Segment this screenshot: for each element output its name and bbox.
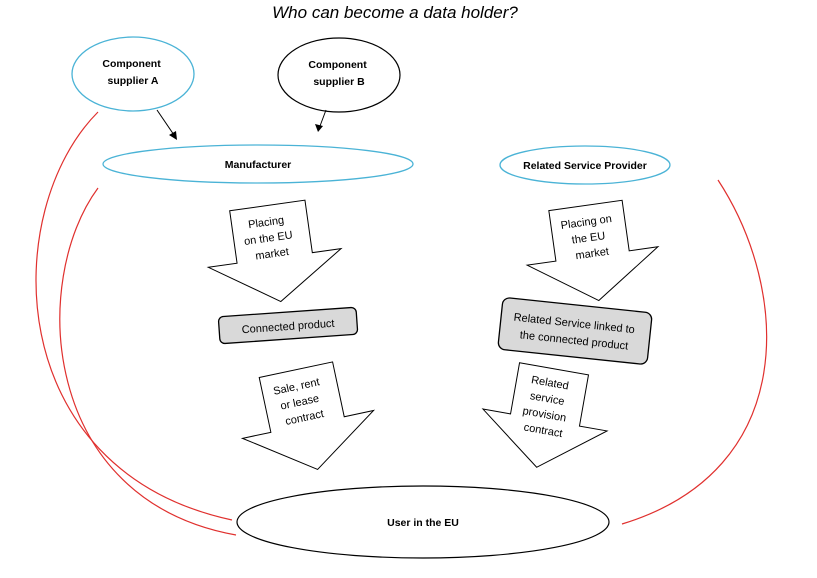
placing-right-line-3: market (575, 246, 610, 263)
block-arrow-placing-left: Placing on the EU market (206, 199, 343, 303)
component-supplier-b-node: Component supplier B (277, 37, 401, 113)
supplier-a-line-2: supplier A (108, 75, 159, 87)
block-arrow-placing-right: Placing on the EU market (525, 199, 660, 302)
supplier-a-line-1: Component (102, 58, 161, 70)
block-arrow-sale-contract: Sale, rent or lease contract (240, 361, 376, 471)
red-curve-inner-left (59, 187, 237, 536)
placing-right-line-2: the EU (571, 230, 606, 247)
arrow-supplier-a-to-manufacturer (156, 109, 177, 140)
user-in-eu-label: User in the EU (387, 517, 459, 529)
red-curve-outer-left (35, 111, 233, 521)
arrow-supplier-b-to-manufacturer (315, 109, 327, 132)
manufacturer-node: Manufacturer (102, 144, 414, 184)
service-contract-line-2: service (529, 390, 565, 408)
component-supplier-a-node: Component supplier A (71, 36, 195, 112)
related-service-provider-node: Related Service Provider (499, 145, 671, 185)
user-in-eu-node: User in the EU (236, 485, 610, 559)
supplier-b-line-1: Component (308, 59, 367, 71)
svg-text:Component supplier A: Component supplier A (102, 58, 163, 87)
diagram-title: Who can become a data holder? (272, 3, 518, 22)
red-curve-right (621, 179, 768, 525)
placing-left-line-1: Placing (247, 214, 284, 231)
related-service-linked-box: Related Service linked to the connected … (497, 297, 653, 365)
placing-left-line-3: market (255, 246, 290, 263)
supplier-b-line-2: supplier B (313, 76, 365, 88)
manufacturer-label: Manufacturer (225, 159, 292, 171)
connected-product-box: Connected product (217, 306, 359, 345)
svg-text:Component supplier B: Component supplier B (308, 59, 369, 88)
block-arrow-service-contract: Related service provision contract (481, 362, 609, 468)
related-service-provider-label: Related Service Provider (523, 160, 647, 172)
